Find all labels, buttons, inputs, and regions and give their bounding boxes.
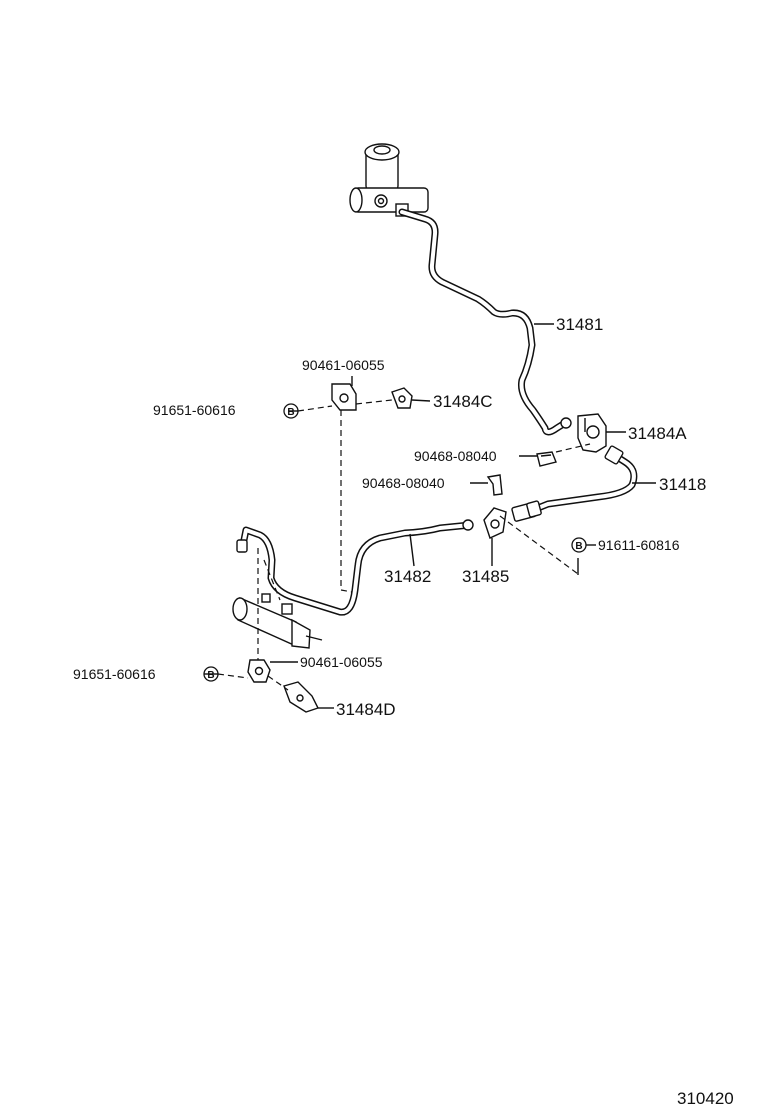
part-labels: 31481 90461-06055 91651-60616 31484C 314…	[73, 315, 706, 719]
clutch-master-cylinder	[349, 143, 429, 217]
label-31485: 31485	[462, 567, 509, 586]
drawing-number: 310420	[677, 1089, 734, 1108]
clamp-90461-top	[331, 383, 357, 411]
pipe-31481	[398, 208, 572, 436]
svg-text:B: B	[207, 670, 214, 681]
label-31484c: 31484C	[433, 392, 493, 411]
label-91651-bottom: 91651-60616	[73, 666, 156, 682]
label-90468-b: 90468-08040	[362, 475, 445, 491]
label-91651-top: 91651-60616	[153, 402, 236, 418]
label-90461-top: 90461-06055	[302, 357, 385, 373]
label-91611: 91611-60816	[598, 537, 680, 553]
pipe-31482	[236, 519, 474, 616]
bolt-91611: B	[571, 537, 587, 553]
clutch-release-cylinder	[232, 593, 323, 649]
flexible-hose-31418	[511, 445, 638, 522]
clip-90468-b	[486, 474, 503, 496]
label-90468-a: 90468-08040	[414, 448, 497, 464]
leader-lines	[204, 323, 656, 709]
bracket-31484a	[577, 413, 607, 453]
clip-90468-a	[536, 451, 557, 467]
svg-text:B: B	[287, 407, 294, 418]
assembly-dashed-lines	[217, 399, 591, 691]
label-90461-bottom: 90461-06055	[300, 654, 383, 670]
label-31481: 31481	[556, 315, 603, 334]
label-31484a: 31484A	[628, 424, 687, 443]
bracket-31484c	[391, 387, 413, 409]
svg-text:B: B	[575, 541, 582, 552]
label-31482: 31482	[384, 567, 431, 586]
bracket-31485	[483, 507, 507, 539]
label-31484d: 31484D	[336, 700, 396, 719]
label-31418: 31418	[659, 475, 706, 494]
bracket-31484d	[283, 681, 319, 713]
clamp-90461-bottom	[247, 659, 271, 683]
